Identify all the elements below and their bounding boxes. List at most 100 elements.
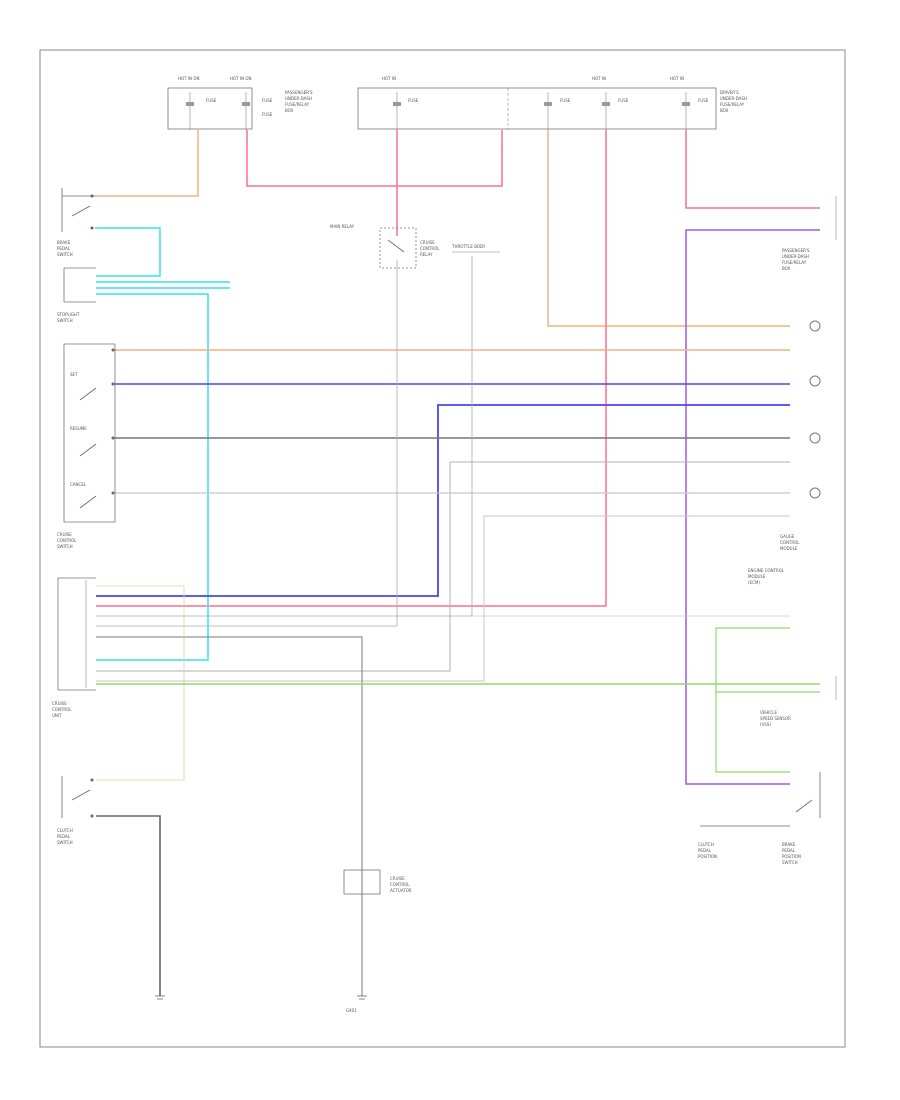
svg-text:FUSE: FUSE <box>618 98 629 103</box>
svg-text:G401: G401 <box>346 1008 357 1013</box>
svg-text:CRUISE: CRUISE <box>57 532 72 537</box>
wire-orange-long <box>547 130 790 327</box>
wire-gray-long <box>96 461 790 672</box>
wire-lightgray-long <box>96 515 790 682</box>
wire-purple-long <box>685 229 820 785</box>
wire-clutch-sig <box>96 585 185 781</box>
svg-text:CANCEL: CANCEL <box>70 482 87 487</box>
wire-cyan-brake <box>95 227 161 277</box>
svg-text:FUSE: FUSE <box>262 98 273 103</box>
svg-text:BRAKE: BRAKE <box>782 842 796 847</box>
svg-text:FUSE: FUSE <box>408 98 419 103</box>
svg-text:FUSE: FUSE <box>206 98 217 103</box>
svg-text:PASSENGER'S: PASSENGER'S <box>285 90 313 95</box>
right-connector-top: PASSENGER'S UNDER-DASH FUSE/RELAY BOX <box>782 196 837 271</box>
wire-ground-ccu <box>96 636 363 996</box>
wire-green-right <box>715 627 790 773</box>
svg-text:MAIN RELAY: MAIN RELAY <box>330 224 355 229</box>
svg-text:CONTROL: CONTROL <box>390 882 410 887</box>
svg-text:HOT IN: HOT IN <box>592 76 606 81</box>
cruise-control-switch: SET RESUME CANCEL CRUISE CONTROL SWITCH <box>57 343 116 549</box>
svg-text:PASSENGER'S: PASSENGER'S <box>782 248 810 253</box>
wire-orange-brake <box>95 130 199 197</box>
fuse-box-right: HOT IN HOT IN HOT IN FUSE FUSE FUSE FUSE… <box>357 76 747 130</box>
wire-sensor-out <box>96 256 473 617</box>
svg-text:SWITCH: SWITCH <box>57 840 73 845</box>
wire-pink-right <box>685 130 820 209</box>
actuator: CRUISE CONTROL ACTUATOR <box>343 869 412 895</box>
svg-text:SWITCH: SWITCH <box>57 544 73 549</box>
ground-2-icon: G401 <box>346 995 367 1013</box>
svg-text:SWITCH: SWITCH <box>57 252 73 257</box>
svg-text:PEDAL: PEDAL <box>57 246 71 251</box>
svg-text:VEHICLE: VEHICLE <box>760 710 777 715</box>
svg-text:HOT IN: HOT IN <box>670 76 684 81</box>
svg-text:FUSE/RELAY: FUSE/RELAY <box>782 260 807 265</box>
svg-text:PEDAL: PEDAL <box>698 848 712 853</box>
indicator-lamps: GAUGE CONTROL MODULE <box>780 320 821 551</box>
diagram-frame <box>39 49 846 1048</box>
svg-text:RESUME: RESUME <box>70 426 87 431</box>
svg-text:ENGINE CONTROL: ENGINE CONTROL <box>748 568 785 573</box>
svg-text:MODULE: MODULE <box>780 546 798 551</box>
svg-text:SPEED SENSOR: SPEED SENSOR <box>760 716 791 721</box>
sensor-connector: THROTTLE BODY <box>451 244 500 253</box>
svg-text:THROTTLE BODY: THROTTLE BODY <box>451 244 486 249</box>
svg-text:CONTROL: CONTROL <box>52 707 72 712</box>
wire-pink-long <box>96 130 607 607</box>
svg-text:CLUTCH: CLUTCH <box>698 842 714 847</box>
svg-text:CRUISE: CRUISE <box>420 240 435 245</box>
svg-text:STOPLIGHT: STOPLIGHT <box>57 312 80 317</box>
wire-pink-bus <box>246 130 503 187</box>
svg-text:UNDER-DASH: UNDER-DASH <box>285 96 312 101</box>
svg-text:MODULE: MODULE <box>748 574 766 579</box>
svg-text:BOX: BOX <box>782 266 791 271</box>
svg-text:CLUTCH: CLUTCH <box>57 828 73 833</box>
svg-text:FUSE/RELAY: FUSE/RELAY <box>285 102 310 107</box>
svg-text:(ECM): (ECM) <box>748 580 760 585</box>
svg-text:HOT IN ON: HOT IN ON <box>230 76 251 81</box>
pedal-switches-right: CLUTCH PEDAL POSITION BRAKE PEDAL POSITI… <box>698 772 821 865</box>
cruise-control-unit: CRUISE CONTROL UNIT <box>52 577 96 718</box>
svg-text:FUSE: FUSE <box>560 98 571 103</box>
svg-text:CONTROL: CONTROL <box>57 538 77 543</box>
svg-text:CRUISE: CRUISE <box>52 701 67 706</box>
stoplight-connector: STOPLIGHT SWITCH <box>57 267 96 323</box>
svg-text:DRIVER'S: DRIVER'S <box>720 90 739 95</box>
svg-text:SWITCH: SWITCH <box>782 860 798 865</box>
svg-text:FUSE/RELAY: FUSE/RELAY <box>720 102 745 107</box>
svg-text:BRAKE: BRAKE <box>57 240 71 245</box>
svg-text:SET: SET <box>70 372 78 377</box>
svg-text:BOX: BOX <box>285 108 294 113</box>
svg-text:POSITION: POSITION <box>782 854 801 859</box>
svg-text:CONTROL: CONTROL <box>780 540 800 545</box>
svg-text:UNDER-DASH: UNDER-DASH <box>782 254 809 259</box>
svg-text:CONTROL: CONTROL <box>420 246 440 251</box>
svg-text:FUSE: FUSE <box>698 98 709 103</box>
wire-cyan-c <box>96 293 209 661</box>
svg-text:UNIT: UNIT <box>52 713 62 718</box>
svg-text:HOT IN ON: HOT IN ON <box>178 76 199 81</box>
cruise-relay: MAIN RELAY CRUISE CONTROL RELAY <box>330 224 440 269</box>
wire-relay-out <box>96 260 398 627</box>
svg-text:CRUISE: CRUISE <box>390 876 405 881</box>
svg-text:POSITION: POSITION <box>698 854 717 859</box>
svg-text:UNDER-DASH: UNDER-DASH <box>720 96 747 101</box>
svg-text:PEDAL: PEDAL <box>782 848 796 853</box>
svg-text:FUSE: FUSE <box>262 112 273 117</box>
svg-text:SWITCH: SWITCH <box>57 318 73 323</box>
ecm-label: ENGINE CONTROL MODULE (ECM) <box>748 568 785 585</box>
brake-switch: BRAKE PEDAL SWITCH <box>57 188 95 257</box>
svg-text:PEDAL: PEDAL <box>57 834 71 839</box>
clutch-switch: CLUTCH PEDAL SWITCH <box>57 776 94 845</box>
svg-text:ACTUATOR: ACTUATOR <box>390 888 412 893</box>
svg-text:RELAY: RELAY <box>420 252 433 257</box>
svg-text:(VSS): (VSS) <box>760 722 771 727</box>
svg-text:BOX: BOX <box>720 108 729 113</box>
ground-1-icon <box>155 995 165 1000</box>
svg-text:GAUGE: GAUGE <box>780 534 795 539</box>
right-connector-mid: VEHICLE SPEED SENSOR (VSS) <box>760 676 837 727</box>
svg-text:HOT IN: HOT IN <box>382 76 396 81</box>
wire-blue-long <box>96 404 790 597</box>
